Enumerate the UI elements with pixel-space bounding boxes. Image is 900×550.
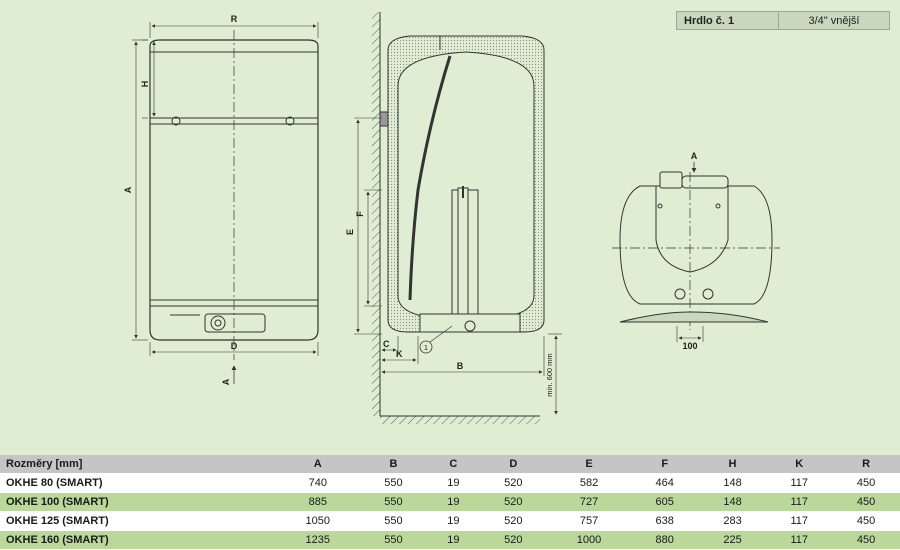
table-cell: 450	[832, 492, 900, 512]
header-cell: R	[832, 455, 900, 474]
label-F: F	[355, 211, 365, 217]
table-cell: 727	[547, 492, 631, 512]
table-cell: 880	[630, 530, 699, 550]
circle-marker-1: 1	[424, 343, 428, 352]
table-cell: 757	[547, 511, 631, 531]
model-cell: OKHE 80 (SMART)	[0, 473, 276, 493]
table-cell: 550	[359, 511, 428, 531]
table-cell: 148	[698, 492, 767, 512]
top-view-arrow-label: A	[691, 151, 698, 161]
header-cell: E	[547, 455, 631, 474]
table-cell: 148	[698, 473, 767, 493]
table-cell: 520	[479, 511, 548, 531]
table-cell: 605	[630, 492, 699, 512]
connection-spec: Hrdlo č. 1 3/4" vnější	[676, 11, 890, 30]
table-cell: 117	[766, 530, 833, 550]
header-cell: D	[479, 455, 548, 474]
table-cell: 19	[427, 492, 480, 512]
header-cell: B	[359, 455, 428, 474]
label-C: C	[383, 339, 390, 349]
table-header-row: Rozměry [mm] A B C D E F H K R	[0, 455, 900, 474]
model-cell: OKHE 125 (SMART)	[0, 511, 276, 531]
label-B: B	[457, 361, 464, 371]
table-row: OKHE 160 (SMART) 1235 550 19 520 1000 88…	[0, 530, 900, 550]
label-D: D	[231, 341, 238, 351]
header-cell: F	[630, 455, 699, 474]
header-cell: C	[427, 455, 480, 474]
table-cell: 550	[359, 492, 428, 512]
view-arrow-label: A	[221, 378, 231, 385]
table-cell: 283	[698, 511, 767, 531]
label-R: R	[231, 14, 238, 24]
table-cell: 520	[479, 473, 548, 493]
label-K: K	[396, 349, 403, 359]
table-cell: 520	[479, 530, 548, 550]
top-view-dim-100: 100	[682, 341, 697, 351]
table-cell: 19	[427, 511, 480, 531]
header-cell: A	[276, 455, 360, 474]
header-cell: H	[698, 455, 767, 474]
table-cell: 117	[766, 492, 833, 512]
table-cell: 638	[630, 511, 699, 531]
header-cell: Rozměry [mm]	[0, 455, 276, 474]
table-cell: 19	[427, 473, 480, 493]
label-E: E	[345, 229, 355, 235]
front-view	[132, 22, 319, 384]
label-H: H	[140, 81, 150, 88]
table-cell: 1235	[276, 530, 360, 550]
table-cell: 550	[359, 530, 428, 550]
table-row: OKHE 80 (SMART) 740 550 19 520 582 464 1…	[0, 473, 900, 493]
table-cell: 520	[479, 492, 548, 512]
min-height-label: min. 600 mm	[545, 353, 554, 396]
model-cell: OKHE 100 (SMART)	[0, 492, 276, 512]
table-cell: 885	[276, 492, 360, 512]
header-cell: K	[766, 455, 833, 474]
table-cell: 582	[547, 473, 631, 493]
table-cell: 1050	[276, 511, 360, 531]
table-cell: 450	[832, 473, 900, 493]
table-cell: 464	[630, 473, 699, 493]
table-cell: 117	[766, 511, 833, 531]
table-cell: 19	[427, 530, 480, 550]
connection-spec-value: 3/4" vnější	[808, 14, 860, 27]
technical-drawing: R H A D A	[123, 12, 780, 424]
model-cell: OKHE 160 (SMART)	[0, 530, 276, 550]
table-row: OKHE 100 (SMART) 885 550 19 520 727 605 …	[0, 492, 900, 512]
section-view	[354, 12, 562, 424]
table-cell: 450	[832, 511, 900, 531]
table-cell: 450	[832, 530, 900, 550]
table-cell: 225	[698, 530, 767, 550]
table-cell: 1000	[547, 530, 631, 550]
top-view	[612, 162, 780, 342]
table-cell: 550	[359, 473, 428, 493]
table-cell: 117	[766, 473, 833, 493]
table-row: OKHE 125 (SMART) 1050 550 19 520 757 638…	[0, 511, 900, 531]
dimensions-table: Rozměry [mm] A B C D E F H K R OKHE 80 (…	[0, 455, 900, 550]
connection-spec-label: Hrdlo č. 1	[677, 12, 779, 29]
label-A: A	[123, 186, 133, 193]
table-cell: 740	[276, 473, 360, 493]
